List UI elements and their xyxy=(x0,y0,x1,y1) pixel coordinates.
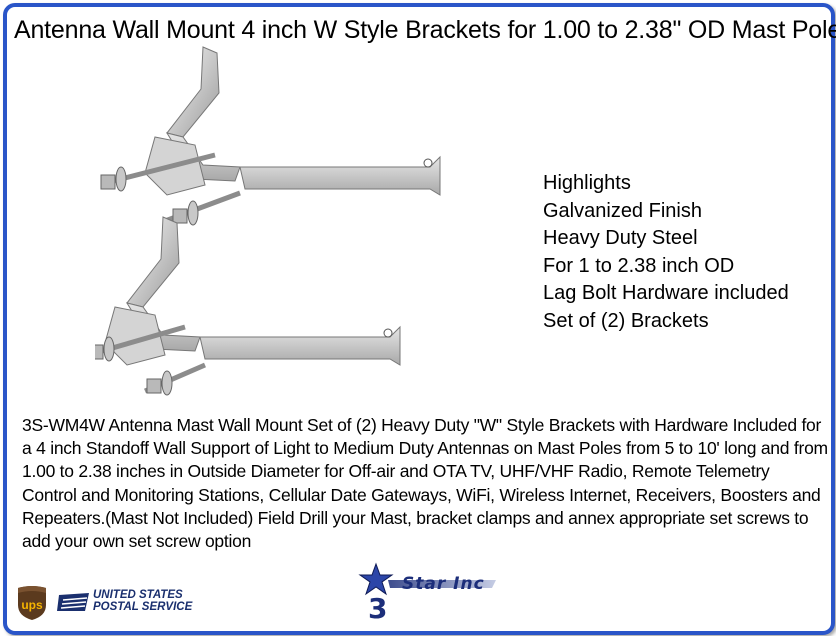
usps-line1: UNITED STATES xyxy=(93,589,183,601)
usps-line2: POSTAL SERVICE xyxy=(93,601,193,613)
3-star-inc-logo: 3 xyxy=(358,562,496,622)
usps-eagle-icon xyxy=(57,593,89,611)
page-title: Antenna Wall Mount 4 inch W Style Bracke… xyxy=(14,16,836,44)
highlight-item: Galvanized Finish xyxy=(543,199,702,222)
bracket-top xyxy=(100,46,441,226)
highlight-item: Set of (2) Brackets xyxy=(543,309,709,332)
bracket-bottom xyxy=(95,216,401,396)
logo-digit: 3 xyxy=(368,592,387,622)
ups-logo: ups xyxy=(18,586,46,620)
highlights-list: Highlights Galvanized Finish Heavy Duty … xyxy=(543,170,789,335)
highlights-heading: Highlights xyxy=(543,172,631,194)
star-icon xyxy=(358,562,394,596)
logo-text: Star Inc xyxy=(402,574,485,594)
highlight-item: For 1 to 2.38 inch OD xyxy=(543,254,735,277)
highlight-item: Heavy Duty Steel xyxy=(543,227,698,249)
highlight-item: Lag Bolt Hardware included xyxy=(543,282,789,304)
product-description: 3S-WM4W Antenna Mast Wall Mount Set of (… xyxy=(22,415,828,552)
ups-logo-text: ups xyxy=(21,598,43,612)
bracket-product-image xyxy=(95,46,441,396)
